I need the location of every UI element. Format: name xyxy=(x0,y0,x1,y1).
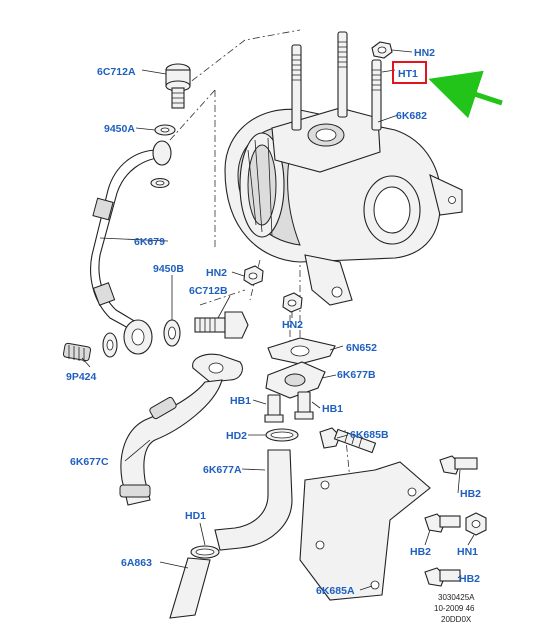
highlight-box xyxy=(392,61,427,84)
label-6k677c[interactable]: 6K677C xyxy=(70,456,109,468)
banjo-bolt-6c712b xyxy=(194,311,249,339)
banjo-bolt-6c712a xyxy=(165,63,191,109)
label-hb2-mid[interactable]: HB2 xyxy=(410,546,431,558)
bolt-hb1-left xyxy=(264,394,284,423)
label-hb1-left[interactable]: HB1 xyxy=(230,395,251,407)
green-arrow xyxy=(428,70,503,119)
bolt-6k685b xyxy=(319,427,377,454)
nut-hn2-top xyxy=(371,41,393,59)
footer-date: 10-2009 46 xyxy=(434,604,475,613)
nut-hn2-mid xyxy=(282,292,303,313)
label-6k685b[interactable]: 6K685B xyxy=(350,429,389,441)
nut-hn2-left xyxy=(243,265,264,286)
hose-6k677c xyxy=(119,353,243,506)
label-6a863[interactable]: 6A863 xyxy=(121,557,152,569)
label-hb2-bottom[interactable]: HB2 xyxy=(459,573,480,585)
filter-9p424 xyxy=(62,342,92,362)
nut-hn1 xyxy=(465,512,487,536)
label-6c712a[interactable]: 6C712A xyxy=(97,66,136,78)
label-9p424[interactable]: 9P424 xyxy=(66,371,97,383)
footer-code: 3030425A xyxy=(438,593,475,602)
gasket-6n652 xyxy=(267,337,336,365)
hose-6k677a xyxy=(214,449,293,551)
bolt-hb2-mid xyxy=(424,513,461,533)
label-6k677b[interactable]: 6K677B xyxy=(337,369,376,381)
label-6k682[interactable]: 6K682 xyxy=(396,110,427,122)
label-9450b[interactable]: 9450B xyxy=(153,263,184,275)
clamp-hd1 xyxy=(190,545,220,559)
label-6k677a[interactable]: 6K677A xyxy=(203,464,242,476)
bracket-6k685a xyxy=(299,461,431,601)
label-hb1-right[interactable]: HB1 xyxy=(322,403,343,415)
bolt-hb1-right xyxy=(294,391,314,420)
washer-9450a xyxy=(150,124,176,189)
label-9450a[interactable]: 9450A xyxy=(104,123,135,135)
label-6k679[interactable]: 6K679 xyxy=(134,236,165,248)
bolt-hb2-top xyxy=(439,455,478,475)
label-hd1[interactable]: HD1 xyxy=(185,510,206,522)
label-hn2-top[interactable]: HN2 xyxy=(414,47,435,59)
label-6k685a[interactable]: 6K685A xyxy=(316,585,355,597)
turbocharger xyxy=(224,107,463,306)
leader-lines xyxy=(81,49,475,591)
studs xyxy=(291,31,382,131)
label-6c712b[interactable]: 6C712B xyxy=(189,285,228,297)
label-hb2-top[interactable]: HB2 xyxy=(460,488,481,500)
flange-6k677b xyxy=(265,361,326,399)
oil-feed-pipe-6k679 xyxy=(90,140,172,355)
label-hn2-left[interactable]: HN2 xyxy=(206,267,227,279)
label-6n652[interactable]: 6N652 xyxy=(346,342,377,354)
label-hn1[interactable]: HN1 xyxy=(457,546,478,558)
label-hn2-mid[interactable]: HN2 xyxy=(282,319,303,331)
label-hd2[interactable]: HD2 xyxy=(226,430,247,442)
clamp-hd2 xyxy=(265,428,299,442)
footer-engine: 20DD0X xyxy=(441,615,472,624)
bolt-hb2-bottom xyxy=(424,567,461,587)
pipe-6a863 xyxy=(169,557,211,619)
label-ht1[interactable]: HT1 xyxy=(398,68,418,80)
